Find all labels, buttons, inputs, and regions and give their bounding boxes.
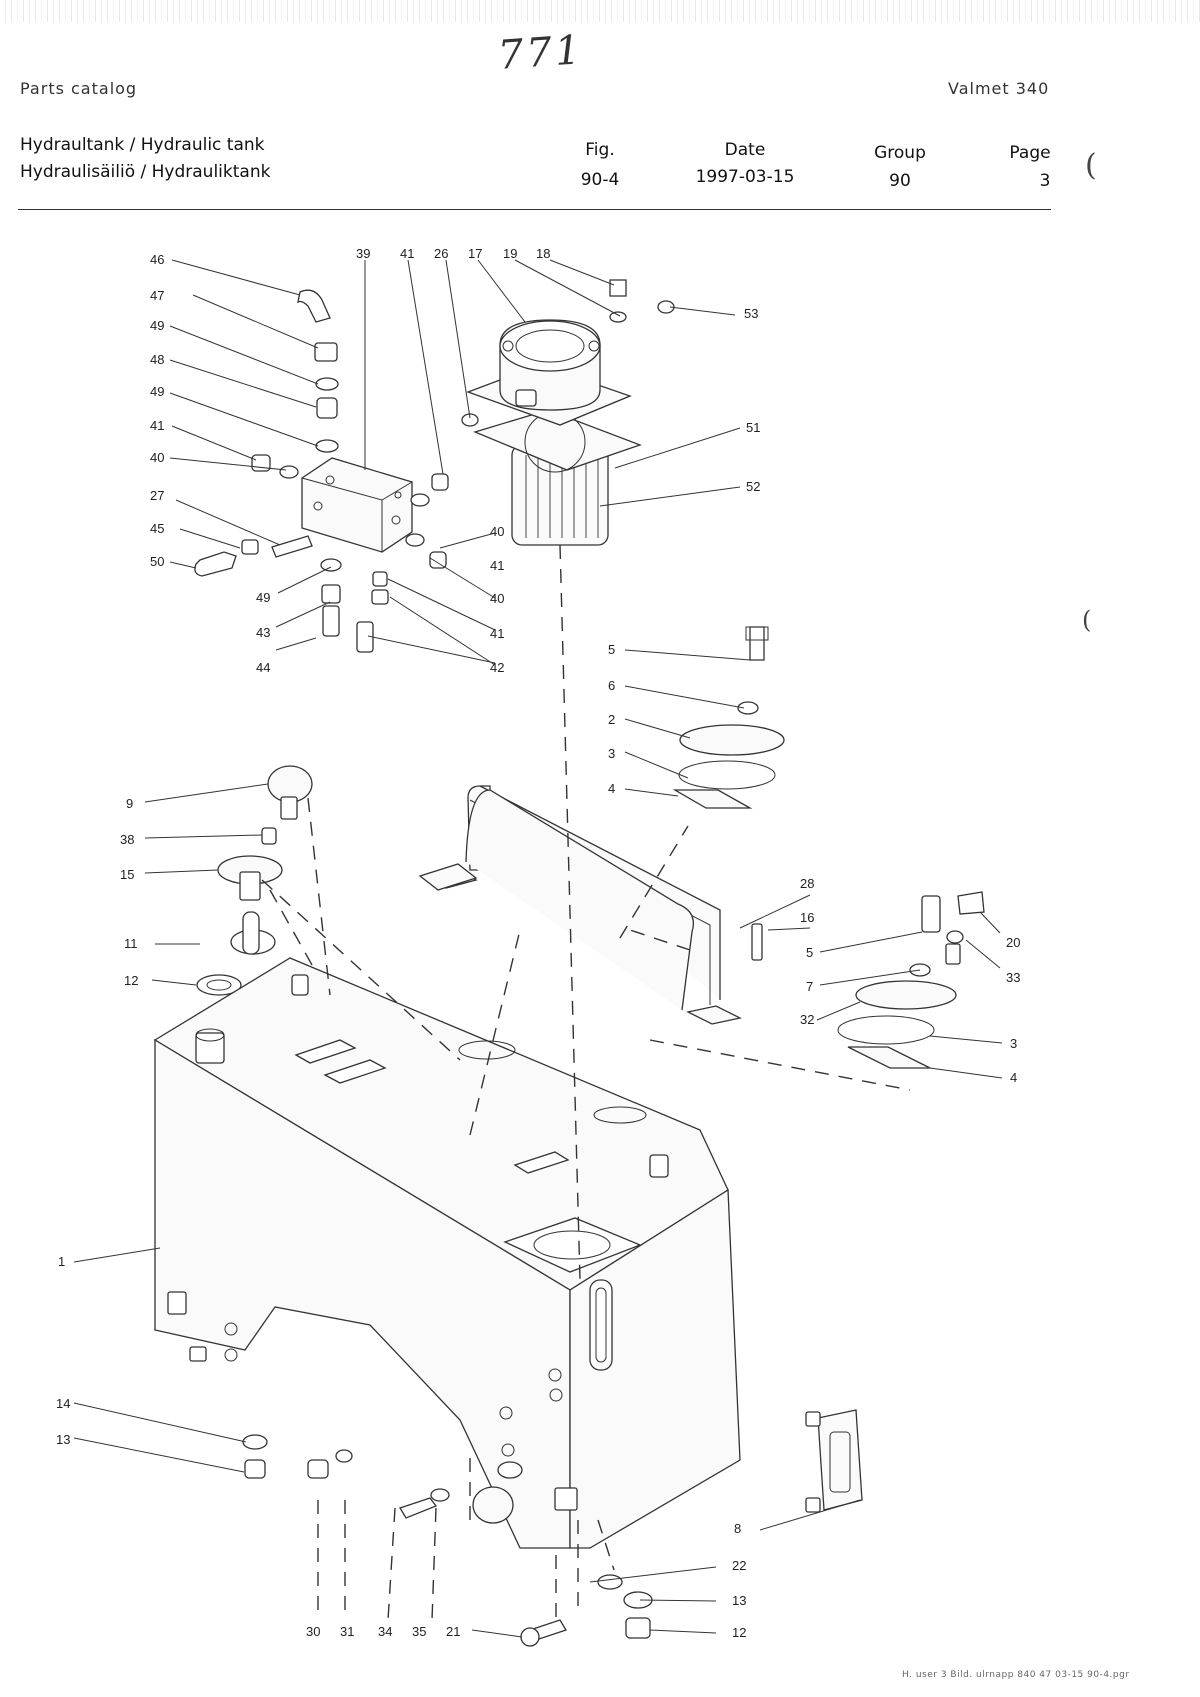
header-divider [18, 209, 1051, 210]
svg-text:28: 28 [800, 876, 814, 891]
margin-bracket-mark-2: ( [1082, 606, 1092, 634]
title-line-2: Hydraulisäiliö / Hydrauliktank [20, 162, 271, 182]
svg-text:12: 12 [732, 1625, 746, 1640]
svg-text:50: 50 [150, 554, 164, 569]
svg-text:27: 27 [150, 488, 164, 503]
svg-text:39: 39 [356, 246, 370, 261]
svg-text:40: 40 [490, 524, 504, 539]
margin-bracket-mark: ( [1085, 148, 1097, 183]
date-value: 1997-03-15 [695, 167, 795, 187]
svg-text:11: 11 [124, 936, 138, 951]
svg-text:44: 44 [256, 660, 270, 675]
svg-text:5: 5 [608, 642, 615, 657]
handwritten-page-number: 771 [496, 27, 585, 79]
group-value: 90 [889, 171, 911, 191]
svg-text:16: 16 [800, 910, 814, 925]
svg-text:32: 32 [800, 1012, 814, 1027]
date-label: Date [724, 140, 766, 160]
svg-text:9: 9 [126, 796, 133, 811]
catalog-label: Parts catalog [20, 79, 138, 98]
svg-text:34: 34 [378, 1624, 392, 1639]
model-label: Valmet 340 [948, 79, 1050, 98]
svg-text:45: 45 [150, 521, 164, 536]
svg-text:49: 49 [150, 318, 164, 333]
svg-text:21: 21 [446, 1624, 460, 1639]
file-path-footnote: H. user 3 Bild. ulrnapp 840 47 03-15 90-… [902, 1670, 1130, 1680]
leader-lines [73, 259, 1003, 1638]
svg-text:13: 13 [56, 1432, 70, 1447]
svg-text:43: 43 [256, 625, 270, 640]
svg-text:52: 52 [746, 479, 760, 494]
svg-text:49: 49 [256, 590, 270, 605]
svg-text:31: 31 [340, 1624, 354, 1639]
fig-label: Fig. [585, 140, 615, 160]
svg-text:8: 8 [734, 1521, 741, 1536]
svg-text:7: 7 [806, 979, 813, 994]
svg-text:12: 12 [124, 973, 138, 988]
valve-block-assembly [194, 289, 449, 653]
svg-text:49: 49 [150, 384, 164, 399]
svg-text:6: 6 [608, 678, 615, 693]
svg-text:14: 14 [56, 1396, 70, 1411]
svg-text:41: 41 [490, 558, 504, 573]
svg-text:53: 53 [744, 306, 758, 321]
svg-text:51: 51 [746, 420, 760, 435]
cover-plate-stack-right [837, 891, 985, 1069]
fig-value: 90-4 [580, 170, 620, 190]
svg-text:20: 20 [1006, 935, 1020, 950]
svg-text:4: 4 [608, 781, 615, 796]
svg-text:4: 4 [1010, 1070, 1017, 1085]
svg-text:33: 33 [1006, 970, 1020, 985]
page-value: 3 [1039, 171, 1051, 191]
svg-text:40: 40 [150, 450, 164, 465]
svg-text:22: 22 [732, 1558, 746, 1573]
svg-text:38: 38 [120, 832, 134, 847]
svg-text:30: 30 [306, 1624, 320, 1639]
svg-text:35: 35 [412, 1624, 426, 1639]
scan-noise-strip [0, 0, 1200, 22]
group-label: Group [874, 143, 926, 163]
svg-text:48: 48 [150, 352, 164, 367]
svg-text:3: 3 [1010, 1036, 1017, 1051]
svg-text:42: 42 [490, 660, 504, 675]
svg-text:41: 41 [150, 418, 164, 433]
svg-text:40: 40 [490, 591, 504, 606]
hydraulic-tank-body [153, 957, 741, 1549]
svg-text:5: 5 [806, 945, 813, 960]
svg-text:18: 18 [536, 246, 550, 261]
svg-text:15: 15 [120, 867, 134, 882]
title-line-1: Hydraultank / Hydraulic tank [20, 135, 265, 155]
svg-text:17: 17 [468, 246, 482, 261]
svg-text:47: 47 [150, 288, 164, 303]
svg-text:19: 19 [503, 246, 517, 261]
svg-text:3: 3 [608, 746, 615, 761]
svg-text:2: 2 [608, 712, 615, 727]
svg-text:26: 26 [434, 246, 448, 261]
filter-housing-assembly [461, 279, 675, 546]
svg-text:46: 46 [150, 252, 164, 267]
svg-text:13: 13 [732, 1593, 746, 1608]
page-label: Page [1009, 143, 1051, 163]
svg-text:1: 1 [58, 1254, 65, 1269]
svg-text:41: 41 [490, 626, 504, 641]
sight-glass-and-bottom-parts [242, 1409, 863, 1647]
svg-text:41: 41 [400, 246, 414, 261]
tubes-and-brackets [418, 789, 695, 1011]
cover-plate-stack-upper [672, 626, 785, 809]
